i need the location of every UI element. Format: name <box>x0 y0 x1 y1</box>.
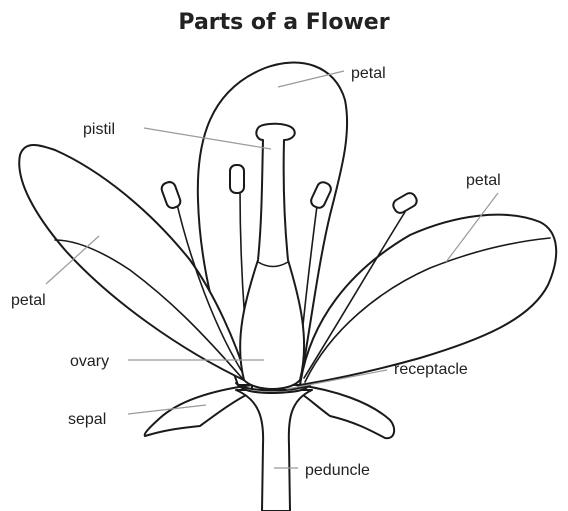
peduncle <box>236 390 312 511</box>
label-pistil: pistil <box>83 121 115 138</box>
diagram-title: Parts of a Flower <box>178 10 389 35</box>
label-petal-left: petal <box>11 292 46 309</box>
anther-1 <box>160 180 182 209</box>
label-sepal: sepal <box>68 411 106 428</box>
sepal-right <box>298 385 394 438</box>
label-ovary: ovary <box>70 353 109 370</box>
label-receptacle: receptacle <box>394 361 468 378</box>
label-petal-top: petal <box>351 65 386 82</box>
petal-right <box>300 215 556 385</box>
label-peduncle: peduncle <box>305 462 370 479</box>
label-petal-right: petal <box>466 172 501 189</box>
anther-2 <box>230 165 244 193</box>
anther-4 <box>391 191 419 215</box>
